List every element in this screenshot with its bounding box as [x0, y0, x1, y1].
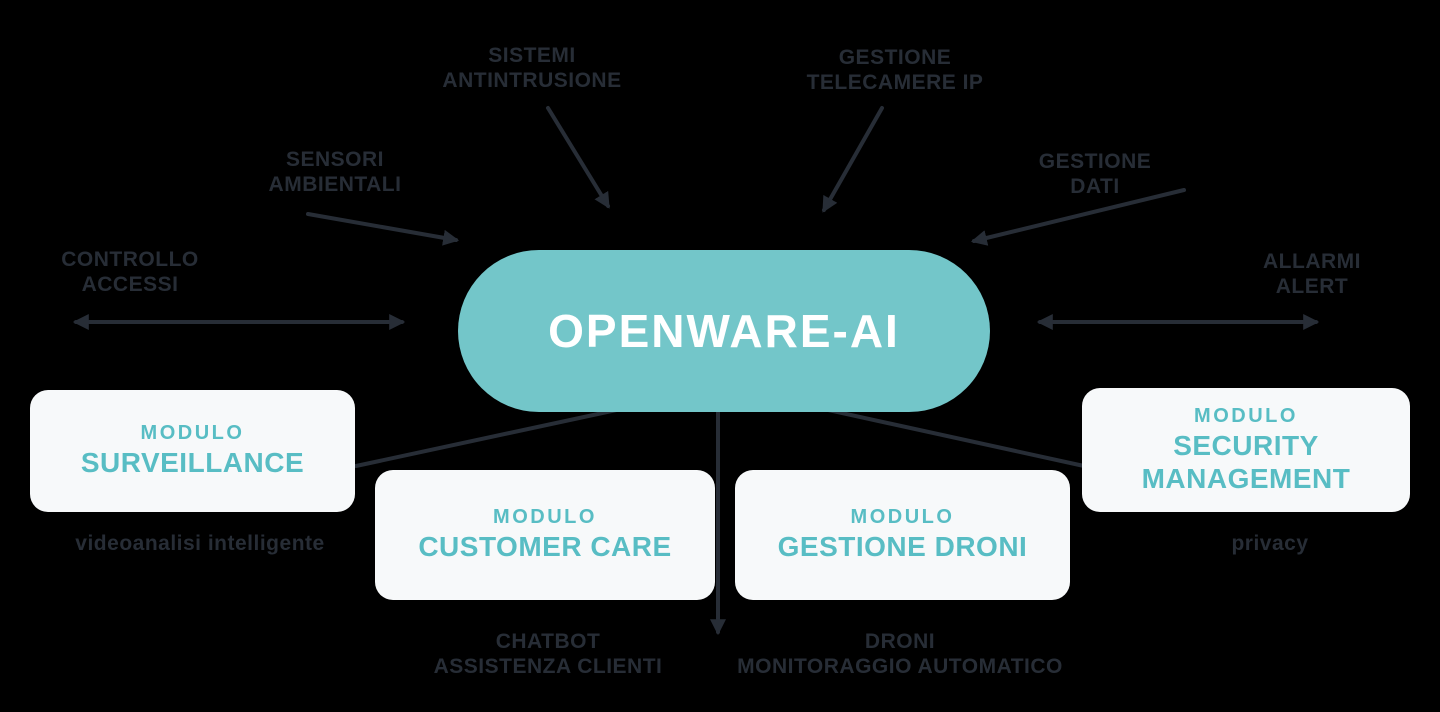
module-kicker: MODULO — [850, 506, 955, 529]
arrow-left-to-pill — [306, 212, 460, 246]
label-sensori-ambientali: SENSORI AMBIENTALI — [269, 148, 402, 198]
module-card-customer-care: MODULO CUSTOMER CARE — [375, 470, 715, 600]
label-line: SENSORI — [285, 148, 385, 171]
sublabel-customer-care: CHATBOT ASSISTENZA CLIENTI — [434, 630, 663, 680]
label-line: DATI — [1070, 174, 1120, 198]
module-name: SECURITY MANAGEMENT — [1141, 430, 1351, 494]
label-line: ALERT — [1275, 274, 1349, 298]
label-line: CONTROLLO — [61, 248, 199, 271]
label-line: GESTIONE — [838, 46, 952, 69]
label-line: CHATBOT — [495, 630, 601, 653]
arrow-top-right-to-pill — [822, 106, 884, 213]
module-name: GESTIONE DRONI — [777, 531, 1028, 563]
label-line: SISTEMI — [488, 44, 576, 67]
arrow-top-left-to-pill — [546, 106, 610, 209]
center-pill: OPENWARE-AI — [458, 250, 990, 412]
module-kicker: MODULO — [140, 422, 245, 445]
sublabel-surveillance: videoanalisi intelligente — [75, 532, 324, 557]
label-controllo-accessi: CONTROLLO ACCESSI — [61, 248, 198, 298]
module-name: CUSTOMER CARE — [418, 531, 672, 563]
label-line: DRONI — [864, 630, 936, 653]
module-card-surveillance: MODULO SURVEILLANCE — [30, 390, 355, 512]
label-allarmi-alert: ALLARMI ALERT — [1263, 250, 1361, 300]
label-sistemi-antintrusione: SISTEMI ANTINTRUSIONE — [442, 44, 621, 94]
label-line: ACCESSI — [81, 272, 179, 296]
label-line: ANTINTRUSIONE — [442, 68, 622, 92]
module-card-security-management: MODULO SECURITY MANAGEMENT — [1082, 388, 1410, 512]
label-line: videoanalisi intelligente — [75, 532, 325, 555]
module-kicker: MODULO — [493, 506, 597, 529]
label-line: MONITORAGGIO AUTOMATICO — [737, 654, 1063, 678]
label-line: ALLARMI — [1263, 250, 1361, 273]
module-card-gestione-droni: MODULO GESTIONE DRONI — [735, 470, 1070, 600]
label-gestione-dati: GESTIONE DATI — [1039, 150, 1152, 200]
label-line: TELECAMERE IP — [806, 70, 984, 94]
label-gestione-telecamere: GESTIONE TELECAMERE IP — [807, 46, 984, 96]
label-line: GESTIONE — [1038, 150, 1152, 173]
label-line: privacy — [1231, 532, 1309, 555]
module-kicker: MODULO — [1194, 405, 1298, 428]
label-line: AMBIENTALI — [268, 172, 402, 196]
arrow-right-to-pill — [970, 188, 1186, 246]
sublabel-gestione-droni: DRONI MONITORAGGIO AUTOMATICO — [737, 630, 1063, 680]
label-line: ASSISTENZA CLIENTI — [433, 654, 663, 678]
sublabel-security-management: privacy — [1231, 532, 1308, 557]
module-name: SURVEILLANCE — [80, 447, 305, 479]
center-pill-title: OPENWARE-AI — [548, 305, 900, 357]
